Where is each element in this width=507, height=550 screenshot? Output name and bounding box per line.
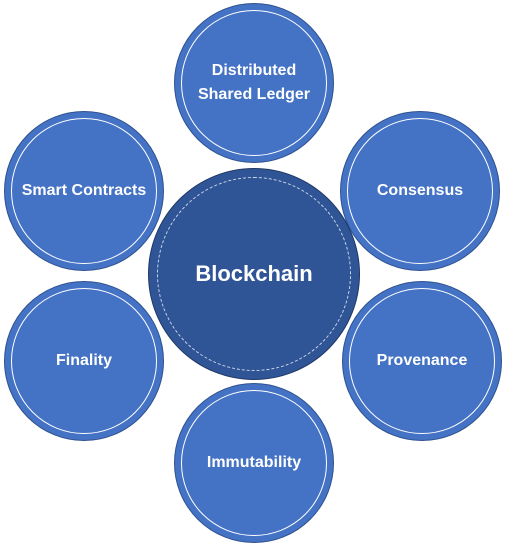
node-label: Immutability — [206, 454, 302, 471]
node-finality: Finality — [4, 281, 164, 441]
node-label-line-2: Shared Ledger — [197, 86, 311, 103]
node-label: Distributed Shared Ledger — [188, 59, 320, 107]
node-distributed-shared-ledger: Distributed Shared Ledger — [174, 3, 334, 163]
node-provenance: Provenance — [342, 281, 502, 441]
node-label: Consensus — [376, 182, 464, 199]
node-smart-contracts: Smart Contracts — [4, 111, 164, 271]
center-label: Blockchain — [195, 261, 313, 286]
node-consensus: Consensus — [340, 111, 500, 271]
node-label: Provenance — [376, 352, 468, 369]
node-label: Finality — [55, 352, 112, 369]
node-immutability: Immutability — [174, 383, 334, 543]
node-label-line-1: Distributed — [211, 62, 297, 79]
node-blockchain-center: Blockchain — [148, 168, 360, 380]
node-label: Smart Contracts — [21, 182, 147, 199]
